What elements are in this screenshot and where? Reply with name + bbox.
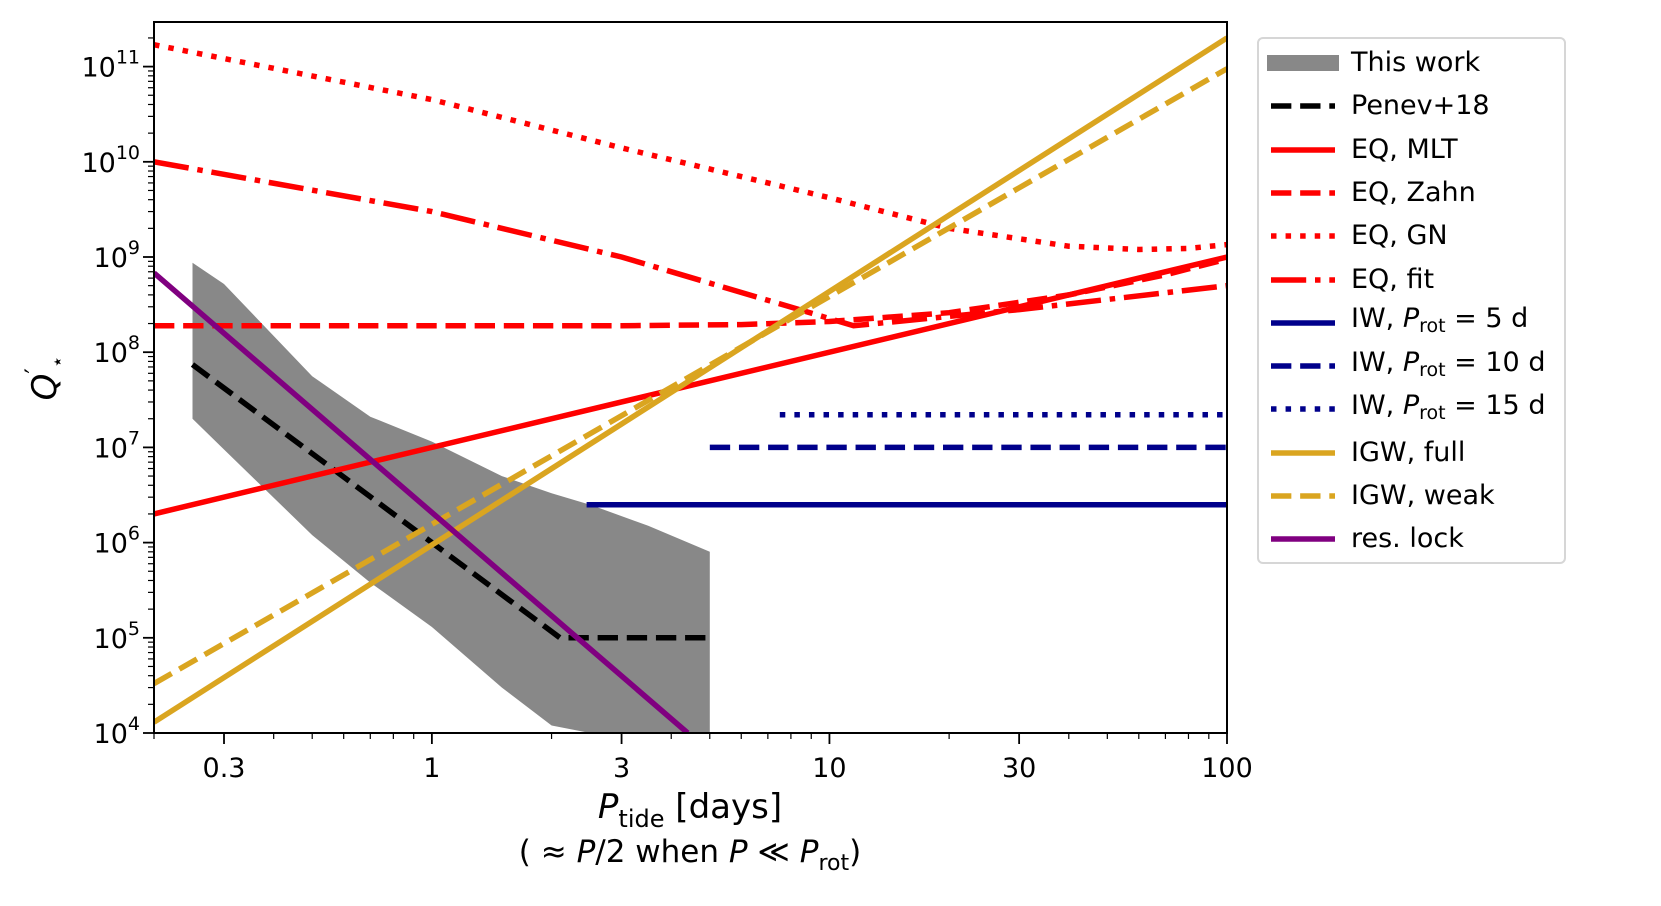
svg-text:( ≈ P/2 when P ≪ Prot): ( ≈ P/2 when P ≪ Prot) [519, 834, 861, 876]
legend-item: EQ, fit [1259, 260, 1564, 300]
legend-label: IGW, weak [1351, 480, 1495, 511]
legend-label: res. lock [1351, 523, 1464, 555]
legend-label: IW, Prot = 5 d [1351, 303, 1529, 338]
legend-handle-icon [1271, 190, 1335, 196]
legend-item: IW, Prot = 15 d [1259, 389, 1564, 429]
legend-label: EQ, MLT [1351, 133, 1458, 165]
legend-label: IGW, full [1351, 436, 1466, 468]
legend-handle-icon [1271, 363, 1335, 369]
legend-label: This work [1351, 47, 1481, 78]
y-axis-label: Q′⋆ [20, 356, 69, 401]
legend-item: IGW, weak [1259, 476, 1564, 516]
legend-label: IW, Prot = 15 d [1351, 389, 1546, 424]
this-work-band [192, 262, 710, 733]
legend-handle-icon [1271, 493, 1335, 499]
series-igw-weak [154, 66, 1227, 686]
legend-handle-icon [1271, 103, 1335, 110]
legend-handle-icon [1271, 146, 1335, 153]
legend-handle-icon [1271, 276, 1335, 283]
legend-item: Penev+18 [1259, 86, 1564, 126]
series-eq-fit [154, 159, 1227, 329]
legend-item: res. lock [1259, 519, 1564, 559]
y-tick-label: 109 [94, 237, 140, 274]
svg-text:Q′⋆: Q′⋆ [20, 356, 69, 401]
y-axis: 104 105 106 107 108 109 1010 1011 [81, 37, 154, 750]
plot-frame [153, 21, 1228, 734]
x-tick-label: 10 [812, 753, 846, 784]
legend-handle-icon [1271, 536, 1335, 543]
legend-handle-icon [1271, 406, 1335, 413]
y-tick-label: 1010 [81, 142, 140, 179]
legend-handle-icon [1271, 233, 1335, 239]
legend-handle-icon [1267, 55, 1339, 71]
legend-label: EQ, Zahn [1351, 176, 1476, 208]
series-penev-18 [190, 362, 710, 641]
series-eq-gn [154, 42, 1227, 253]
y-tick-label: 108 [94, 332, 140, 369]
legend-item: EQ, MLT [1259, 130, 1564, 170]
legend-item: EQ, Zahn [1259, 173, 1564, 213]
plot-area [154, 35, 1227, 733]
legend-item: EQ, GN [1259, 216, 1564, 256]
legend-handle-icon [1271, 449, 1335, 456]
legend-item: IW, Prot = 5 d [1259, 303, 1564, 343]
y-tick-label: 105 [94, 618, 140, 655]
legend-handle-icon [1271, 320, 1335, 326]
legend-label: Penev+18 [1351, 90, 1490, 122]
series-eq-zahn [154, 256, 1227, 329]
x-tick-label: 3 [613, 753, 630, 784]
x-tick-label: 0.3 [203, 753, 246, 784]
legend-label: IW, Prot = 10 d [1351, 346, 1546, 381]
legend-label: EQ, GN [1351, 220, 1448, 252]
x-tick-label: 30 [1002, 753, 1036, 784]
legend-item: IW, Prot = 10 d [1259, 346, 1564, 386]
svg-text:Ptide [days]: Ptide [days] [598, 787, 782, 833]
x-tick-label: 100 [1201, 753, 1253, 784]
y-tick-label: 104 [94, 713, 140, 750]
series-eq-mlt [154, 254, 1227, 517]
series-igw-full [154, 35, 1227, 725]
y-tick-label: 1011 [81, 47, 140, 84]
legend-label: EQ, fit [1351, 263, 1435, 295]
x-tick-label: 1 [423, 753, 440, 784]
y-tick-label: 106 [94, 523, 140, 560]
legend-item: This work [1259, 43, 1564, 83]
series-res-lock [154, 270, 690, 733]
y-tick-label: 107 [94, 427, 140, 464]
x-axis-label: Ptide [days] ( ≈ P/2 when P ≪ Prot) [519, 787, 861, 876]
x-axis: 0.3 1 3 10 30 100 [153, 733, 1253, 784]
legend-item: IGW, full [1259, 433, 1564, 473]
